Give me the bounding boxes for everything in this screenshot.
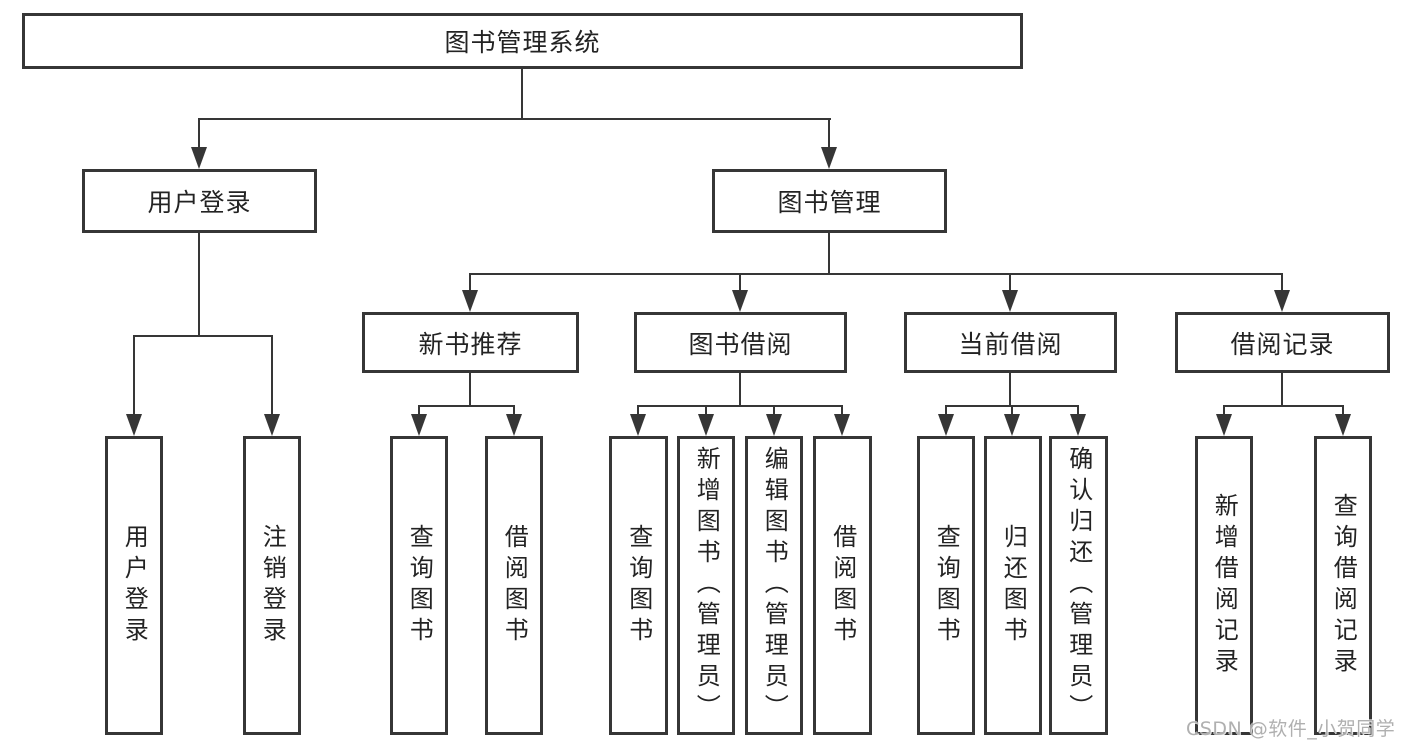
node-leaf-edit-books-admin: 编辑图书（管理员）: [745, 436, 803, 735]
connector-vline: [828, 118, 830, 150]
connector-hline: [133, 335, 273, 337]
connector-vline: [1009, 273, 1011, 293]
node-leaf-logout: 注销登录: [243, 436, 301, 735]
connector-vline: [271, 335, 273, 417]
connector-vline: [828, 233, 830, 275]
arrow-down-icon: [264, 414, 280, 436]
node-user-login: 用户登录: [82, 169, 317, 233]
arrow-down-icon: [630, 414, 646, 436]
connector-hline: [1223, 405, 1344, 407]
arrow-down-icon: [126, 414, 142, 436]
arrow-down-icon: [698, 414, 714, 436]
arrow-down-icon: [1070, 414, 1086, 436]
node-leaf-query-books-1: 查询图书: [390, 436, 448, 735]
arrow-down-icon: [821, 147, 837, 169]
node-leaf-query-borrow-record: 查询借阅记录: [1314, 436, 1372, 735]
node-leaf-add-borrow-record: 新增借阅记录: [1195, 436, 1253, 735]
node-borrowing-records: 借阅记录: [1175, 312, 1390, 373]
node-leaf-return-books-label: 归还图书: [999, 523, 1028, 648]
node-book-management: 图书管理: [712, 169, 947, 233]
node-leaf-confirm-return-admin-label: 确认归还（管理员）: [1064, 446, 1093, 725]
connector-vline: [945, 405, 947, 417]
node-new-book-recommendation: 新书推荐: [362, 312, 579, 373]
connector-vline: [739, 373, 741, 407]
arrow-down-icon: [1274, 290, 1290, 312]
arrow-down-icon: [1335, 414, 1351, 436]
connector-vline: [773, 405, 775, 417]
connector-vline: [1011, 405, 1013, 417]
node-current-borrowing-label: 当前借阅: [958, 329, 1063, 359]
arrow-down-icon: [834, 414, 850, 436]
connector-vline: [521, 68, 523, 118]
connector-hline: [198, 118, 831, 120]
connector-vline: [469, 373, 471, 407]
node-leaf-query-borrow-record-label: 查询借阅记录: [1329, 492, 1358, 679]
connector-hline: [469, 273, 1283, 275]
node-library-system: 图书管理系统: [22, 13, 1023, 69]
connector-vline: [198, 233, 200, 335]
node-leaf-borrow-books-1: 借阅图书: [485, 436, 543, 735]
node-leaf-query-books-3-label: 查询图书: [932, 523, 961, 648]
node-leaf-logout-label: 注销登录: [258, 523, 287, 648]
connector-vline: [739, 273, 741, 293]
node-book-borrowing-label: 图书借阅: [688, 329, 793, 359]
connector-vline: [513, 405, 515, 417]
node-leaf-add-books-admin-label: 新增图书（管理员）: [692, 446, 721, 725]
connector-vline: [469, 273, 471, 293]
connector-vline: [1342, 405, 1344, 417]
node-user-login-label: 用户登录: [147, 188, 252, 217]
node-leaf-add-books-admin: 新增图书（管理员）: [677, 436, 735, 735]
node-leaf-confirm-return-admin: 确认归还（管理员）: [1049, 436, 1108, 735]
node-current-borrowing: 当前借阅: [904, 312, 1117, 373]
node-leaf-query-books-2-label: 查询图书: [624, 523, 653, 648]
node-book-management-label: 图书管理: [777, 188, 882, 217]
connector-hline: [418, 405, 515, 407]
arrow-down-icon: [1216, 414, 1232, 436]
connector-vline: [841, 405, 843, 417]
arrow-down-icon: [506, 414, 522, 436]
arrow-down-icon: [411, 414, 427, 436]
arrow-down-icon: [766, 414, 782, 436]
arrow-down-icon: [191, 147, 207, 169]
arrow-down-icon: [1002, 290, 1018, 312]
connector-vline: [1223, 405, 1225, 417]
node-leaf-query-books-1-label: 查询图书: [405, 523, 434, 648]
arrow-down-icon: [732, 290, 748, 312]
connector-vline: [705, 405, 707, 417]
arrow-down-icon: [938, 414, 954, 436]
connector-vline: [1281, 373, 1283, 407]
node-new-book-recommendation-label: 新书推荐: [418, 329, 523, 359]
connector-vline: [133, 335, 135, 417]
connector-vline: [418, 405, 420, 417]
arrow-down-icon: [1004, 414, 1020, 436]
node-leaf-add-borrow-record-label: 新增借阅记录: [1210, 492, 1239, 679]
node-leaf-edit-books-admin-label: 编辑图书（管理员）: [760, 446, 789, 725]
node-leaf-return-books: 归还图书: [984, 436, 1042, 735]
node-borrowing-records-label: 借阅记录: [1230, 329, 1335, 359]
connector-vline: [1009, 373, 1011, 407]
node-leaf-query-books-2: 查询图书: [609, 436, 668, 735]
connector-vline: [198, 118, 200, 150]
node-book-borrowing: 图书借阅: [634, 312, 847, 373]
connector-hline: [637, 405, 843, 407]
node-library-system-label: 图书管理系统: [444, 28, 601, 57]
node-leaf-query-books-3: 查询图书: [917, 436, 975, 735]
node-leaf-borrow-books-2: 借阅图书: [813, 436, 872, 735]
node-leaf-user-login: 用户登录: [105, 436, 163, 735]
connector-vline: [1077, 405, 1079, 417]
node-leaf-borrow-books-2-label: 借阅图书: [828, 523, 857, 648]
node-leaf-borrow-books-1-label: 借阅图书: [500, 523, 529, 648]
connector-vline: [637, 405, 639, 417]
arrow-down-icon: [462, 290, 478, 312]
node-leaf-user-login-label: 用户登录: [120, 523, 149, 648]
watermark: CSDN @软件_小贺同学: [1186, 718, 1396, 740]
connector-vline: [1281, 273, 1283, 293]
